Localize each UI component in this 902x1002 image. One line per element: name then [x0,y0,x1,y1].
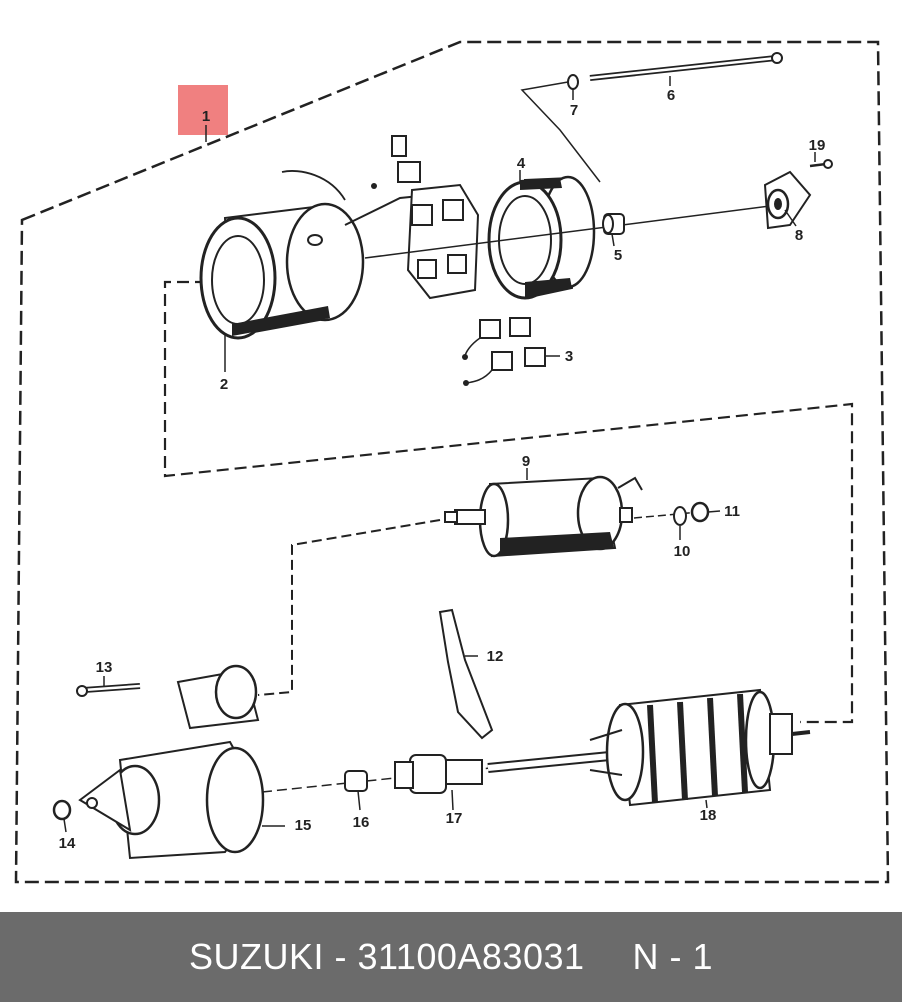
bolt-link-line [520,81,601,183]
callout-18: 18 [700,807,717,824]
commutator-end-frame [487,175,596,300]
callout-9: 9 [522,453,530,470]
callout-8: 8 [795,227,803,244]
drive-bushing [344,770,368,792]
housing-bolt [76,683,141,697]
callout-17: 17 [446,810,463,827]
callout-11: 11 [724,503,740,520]
callout-6: 6 [667,87,675,104]
shift-lever [438,608,494,740]
housing-nut [52,799,72,821]
part-number-bar: SUZUKI - 31100A83031 N - 1 [0,912,902,1002]
diagram-position-text: N - 1 [632,936,714,977]
starter-exploded-diagram: 1 2 3 4 5 6 7 8 9 10 11 12 13 14 15 16 1… [14,40,890,884]
solenoid-nut [690,501,710,523]
bushing [602,213,625,235]
callout-13: 13 [96,659,113,676]
solenoid-washer [673,506,687,526]
callout-19: 19 [809,137,826,154]
solenoid-axis-line [633,511,701,519]
callout-15: 15 [295,817,312,834]
callout-10: 10 [674,543,691,560]
brush-holder [371,135,480,300]
diagram-canvas: 1 2 3 4 5 6 7 8 9 10 11 12 13 14 15 16 1… [14,40,890,884]
callout-16: 16 [353,814,370,831]
armature [487,688,811,807]
leader-lines [63,76,816,833]
callout-4: 4 [517,155,526,172]
callout-2: 2 [220,376,228,393]
callout-5: 5 [614,247,622,264]
solenoid-switch [444,475,643,558]
brush-set [462,317,546,386]
motor-axis-line [364,204,779,259]
drive-end-housing [78,664,265,860]
part-number-text: SUZUKI - 31100A83031 [188,936,585,977]
through-bolt [589,52,783,81]
assembly-boundary [14,40,890,884]
callout-14: 14 [59,835,76,852]
callout-7: 7 [570,102,578,119]
pinion-clutch [394,754,483,794]
solenoid-link-line [257,519,441,696]
motor-group-boundary [163,280,854,724]
yoke-housing [199,170,431,340]
callout-12: 12 [487,648,504,665]
bolt-washer [567,74,579,90]
drive-axis-line [261,767,491,793]
callout-3: 3 [565,348,573,365]
end-cap-screw [809,159,833,169]
end-cap [763,170,812,230]
item-1-highlight [178,85,228,135]
callout-1: 1 [202,108,210,125]
